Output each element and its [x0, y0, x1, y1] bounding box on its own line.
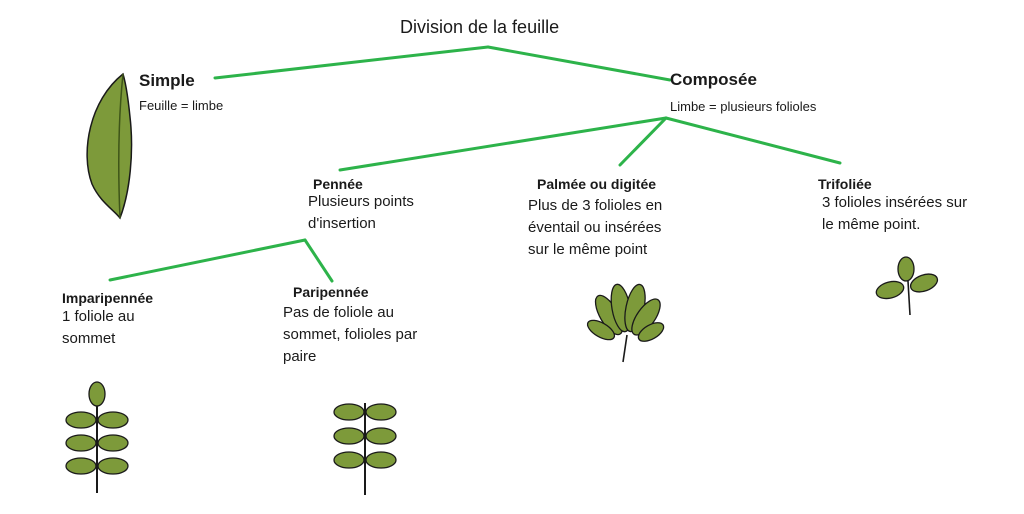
- imparipennee-desc-line: 1 foliole au: [62, 308, 135, 325]
- composee-desc: Limbe = plusieurs folioles: [670, 99, 817, 114]
- diagram-title: Division de la feuille: [400, 17, 560, 37]
- link-pennee-paripennee: [303, 238, 334, 283]
- paripennee-desc: Pas de foliole au sommet, folioles par p…: [283, 302, 483, 368]
- palmee-title: Palmée ou digitée: [537, 176, 657, 192]
- paripennee-title: Paripennée: [293, 284, 369, 300]
- pennee-desc-line: Plusieurs points: [308, 193, 414, 210]
- palmee-desc-line: sur le même point: [528, 241, 648, 258]
- paripennee-desc-line: sommet, folioles par: [283, 326, 418, 343]
- trifoliee-desc-line: le même point.: [822, 216, 921, 233]
- imparipennee-desc: 1 foliole au sommet: [62, 306, 222, 350]
- paripennee-desc-line: Pas de foliole au: [283, 304, 394, 321]
- link-root-simple: [213, 45, 490, 80]
- imparipennee-title: Imparipennée: [62, 290, 154, 306]
- trifoliee-title: Trifoliée: [818, 176, 872, 192]
- imparipinnate-leaf-icon: [65, 381, 129, 493]
- paripinnate-leaf-icon: [333, 403, 397, 495]
- palmee-desc-line: éventail ou insérées: [528, 219, 662, 236]
- pennee-title: Pennée: [313, 176, 363, 192]
- palmee-desc-line: Plus de 3 folioles en: [528, 197, 663, 214]
- simple-desc: Feuille = limbe: [139, 98, 224, 113]
- trifoliate-leaf-icon: [875, 256, 939, 316]
- simple-leaf-icon: [86, 72, 133, 220]
- link-root-composee: [486, 45, 672, 82]
- link-pennee-imparipennee: [108, 238, 307, 282]
- pennee-desc: Plusieurs points d'insertion: [308, 191, 468, 235]
- trifoliee-desc: 3 folioles insérées sur le même point.: [822, 192, 1022, 236]
- palmee-desc: Plus de 3 folioles en éventail ou inséré…: [528, 195, 728, 261]
- link-composee-palmee: [618, 116, 668, 167]
- composee-title: Composée: [670, 70, 757, 89]
- paripennee-desc-line: paire: [283, 348, 317, 365]
- trifoliee-desc-line: 3 folioles insérées sur: [822, 194, 968, 211]
- pennee-desc-line: d'insertion: [308, 215, 376, 232]
- palmate-leaf-icon: [586, 283, 665, 363]
- simple-title: Simple: [139, 71, 195, 90]
- link-composee-pennee: [338, 116, 668, 172]
- imparipennee-desc-line: sommet: [62, 330, 116, 347]
- link-composee-trifoliee: [664, 116, 842, 165]
